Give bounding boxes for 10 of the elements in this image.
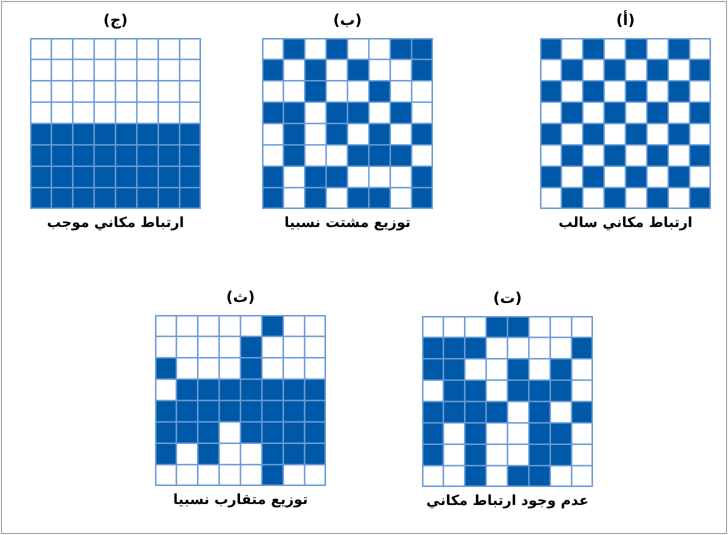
panel-heading: (ب) [333, 11, 362, 29]
panel-heading: (ث) [226, 288, 255, 306]
panel-heading: (ت) [493, 289, 522, 307]
panel-label: ارتباط مكاني سالب [558, 215, 692, 231]
panel-label: عدم وجود ارتباط مكاني [426, 493, 589, 509]
panel-heading: (ج) [103, 11, 128, 29]
panel-label: توزيع مشتت نسبيا [284, 215, 411, 231]
panel-label: ارتباط مكاني موجب [46, 215, 184, 231]
panel-label: توزيع متقارب نسبيا [173, 492, 308, 508]
panel-heading: (أ) [616, 11, 635, 29]
